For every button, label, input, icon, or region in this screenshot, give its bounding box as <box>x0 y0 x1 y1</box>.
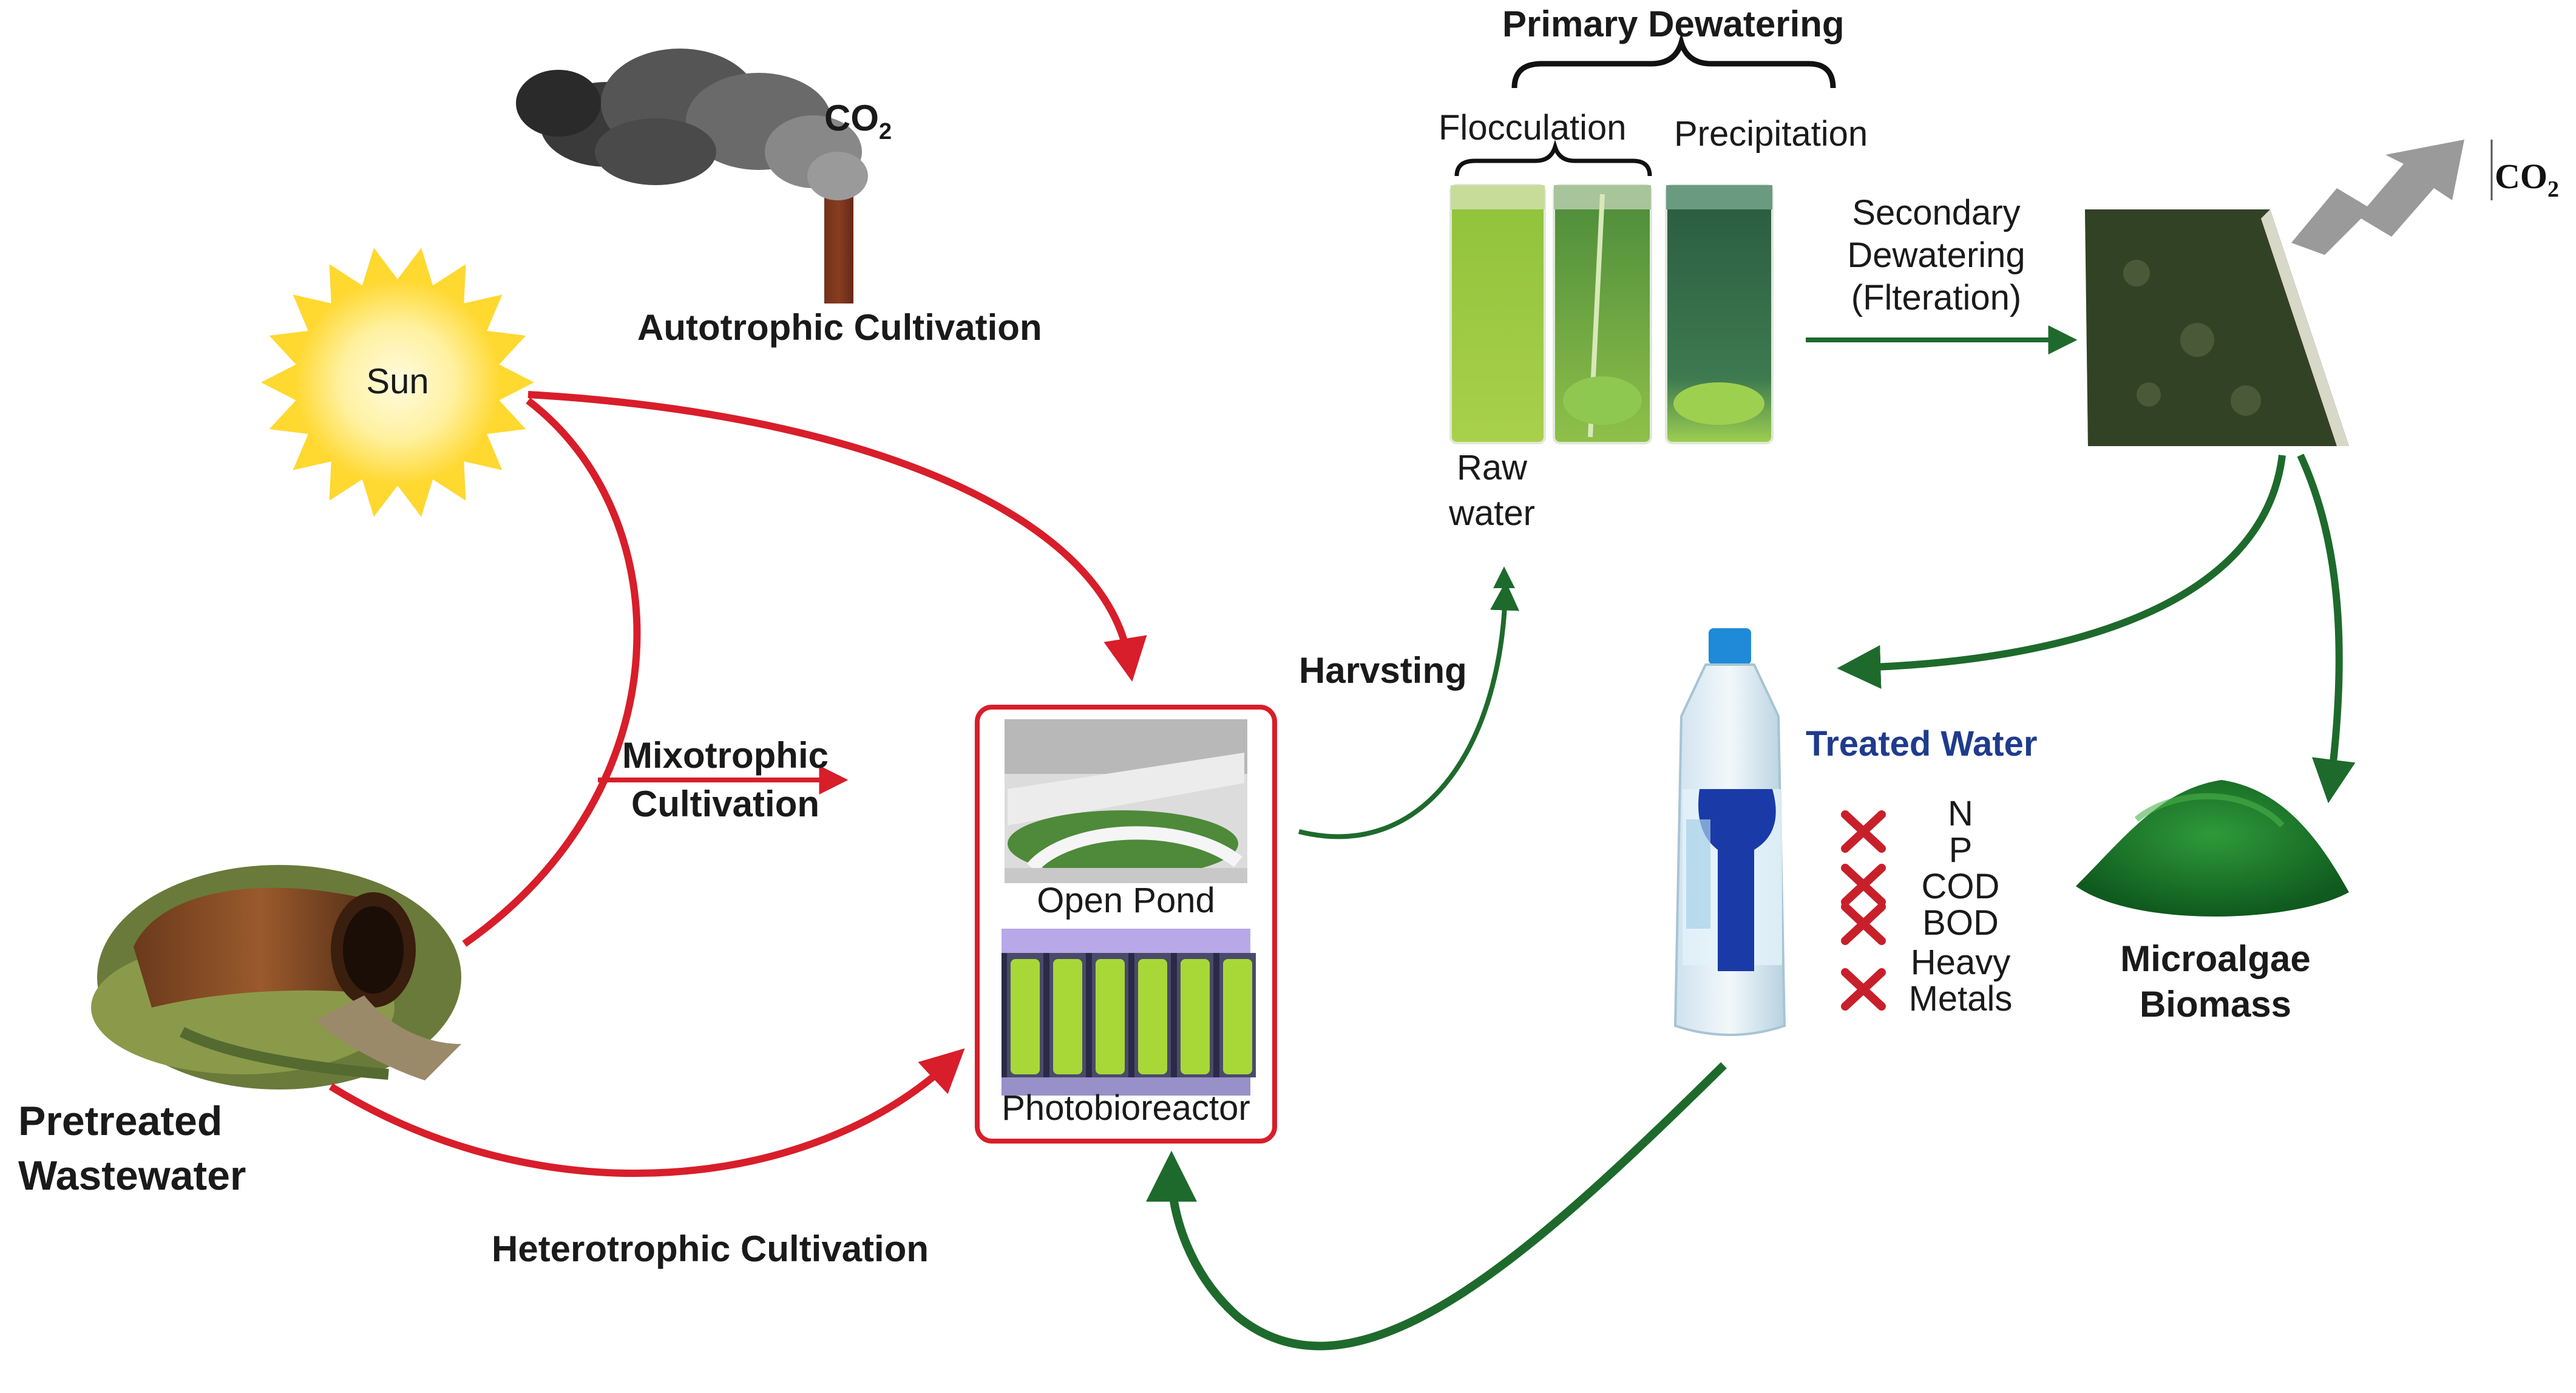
removed-cross-icon <box>1841 968 1886 1011</box>
co2-right-label: CO2 <box>2495 157 2559 202</box>
mixotrophic-label-line1: Mixotrophic <box>622 735 829 776</box>
treated-water-label: Treated Water <box>1806 724 2037 764</box>
co2-top-label: CO2 <box>824 98 892 144</box>
smokestack-illustration <box>516 49 868 303</box>
precipitation-label: Precipitation <box>1674 114 1868 154</box>
wastewater-pipe-illustration <box>91 865 461 1090</box>
co2-release-arrow-icon <box>2291 140 2464 255</box>
biomass-label-line2: Biomass <box>2140 984 2291 1025</box>
photobioreactor-tube <box>1138 959 1167 1074</box>
wastewater-sun-curve <box>462 398 641 947</box>
filter-cake-image <box>2085 209 2349 446</box>
removed-pollutant-item: BOD <box>1922 903 1999 943</box>
secondary-dewatering-line3: (Flteration) <box>1851 278 2021 317</box>
raw-water-label-line2: water <box>1448 493 1535 533</box>
photobioreactor-tube <box>1011 959 1040 1074</box>
sun-icon <box>261 248 534 517</box>
flocculation-brace <box>1454 139 1652 177</box>
photobioreactor-tube <box>1223 959 1252 1074</box>
biomass-label-line1: Microalgae <box>2120 938 2310 979</box>
heterotrophic-arrow <box>328 1048 965 1177</box>
photobioreactor-tube <box>1096 959 1125 1074</box>
cultivation-reactor-box: Open Pond Photobioreactor <box>975 705 1277 1144</box>
biomass-powder-image <box>2076 780 2349 917</box>
sun-to-reactor-arrow <box>527 391 1147 682</box>
removed-cross-icon <box>1841 903 1886 945</box>
removed-cross-icon <box>1841 810 1886 853</box>
heterotrophic-cultivation-label: Heterotrophic Cultivation <box>492 1229 929 1269</box>
secondary-dewatering-line1: Secondary <box>1852 193 2020 232</box>
sun-label: Sun <box>366 362 429 401</box>
removed-pollutant-item: COD <box>1922 867 2000 906</box>
filter-to-biomass-arrow <box>2297 453 2356 804</box>
photobioreactor-label: Photobioreactor <box>1002 1088 1250 1128</box>
removed-pollutant-item: N <box>1948 794 1973 833</box>
pretreated-label-line1: Pretreated <box>18 1098 222 1144</box>
sample-tubes-image <box>1449 184 1774 444</box>
open-pond-label: Open Pond <box>1037 881 1215 920</box>
primary-dewatering-brace <box>1511 32 1836 89</box>
pretreated-label-line2: Wastewater <box>18 1153 246 1199</box>
mixotrophic-label-line2: Cultivation <box>631 784 819 824</box>
raw-water-label-line1: Raw <box>1457 448 1528 487</box>
autotrophic-cultivation-label: Autotrophic Cultivation <box>637 307 1042 348</box>
photobioreactor-tube <box>1053 959 1082 1074</box>
photobioreactor-tube <box>1181 959 1210 1074</box>
primary-dewatering-label: Primary Dewatering <box>1502 4 1845 44</box>
removed-pollutant-item: Heavy <box>1911 943 2010 982</box>
recycle-water-arrow <box>1146 1062 1727 1351</box>
harvesting-arrow <box>1298 581 1519 839</box>
water-bottle-image <box>1673 628 1786 1036</box>
removed-pollutant-item: Metals <box>1909 979 2013 1018</box>
removed-cross-icon <box>1841 864 1886 906</box>
photobioreactor-image <box>1002 929 1256 1096</box>
removed-pollutant-item: P <box>1949 830 1973 870</box>
open-pond-image <box>1005 719 1247 883</box>
flocculation-label: Flocculation <box>1439 108 1626 147</box>
harvesting-label: Harvsting <box>1299 650 1467 691</box>
secondary-dewatering-line2: Dewatering <box>1847 236 2025 275</box>
filter-to-treated-water-arrow <box>1837 455 2286 689</box>
